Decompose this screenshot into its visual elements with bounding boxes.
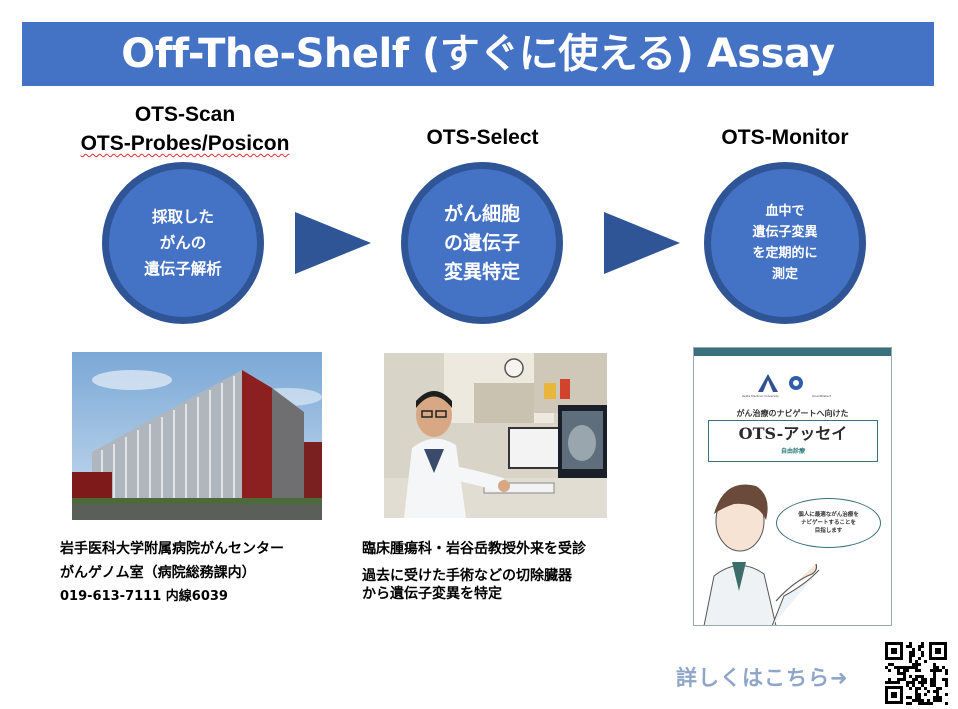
arrow-1-icon [295, 212, 371, 274]
doctor-caption: 臨床腫瘍科・岩谷岳教授外来を受診 過去に受けた手術などの切除臓器 から遺伝子変異… [362, 537, 586, 603]
details-link[interactable]: 詳しくはこちら➜ [676, 666, 849, 690]
brochure-title-box: OTS-アッセイ 自由診療 [708, 420, 878, 462]
hospital-building-photo [72, 352, 322, 520]
step-3-label: OTS-Monitor [690, 123, 880, 152]
step-1-circle-text: 採取した がんの 遺伝子解析 [144, 208, 222, 278]
step-3-circle-text: 血中で 遺伝子変異 を定期的に 測定 [752, 204, 818, 282]
step-3-label-line-1: OTS-Monitor [721, 126, 849, 149]
arrow-2-icon [604, 212, 680, 274]
brochure-image: Iwate Medical University QuantDetect がん治… [693, 347, 892, 626]
doctor-photo [384, 353, 607, 518]
brochure-top-stripe [694, 348, 891, 356]
step-1-label: OTS-Scan OTS-Probes/Posicon [40, 100, 330, 158]
brochure-org-2: QuantDetect [812, 394, 832, 398]
hospital-caption-line-3: 019-613-7111 内線6039 [60, 589, 228, 604]
doctor-caption-line-1: 臨床腫瘍科・岩谷岳教授外来を受診 [362, 541, 586, 557]
brochure-org-1: Iwate Medical University [742, 394, 779, 398]
hospital-caption-line-1: 岩手医科大学附属病院がんセンター [60, 541, 284, 557]
step-1-circle: 採取した がんの 遺伝子解析 [102, 162, 264, 324]
university-logo-icon [758, 374, 778, 392]
step-2-label: OTS-Select [390, 123, 575, 152]
brochure-logo-row [754, 372, 844, 394]
brochure-bubble-text: 個人に最適ながん治療を ナビゲートすることを 目指します [798, 512, 859, 534]
brochure-title: OTS-アッセイ [738, 424, 848, 443]
doctor-illustration [703, 484, 820, 625]
step-2-circle-text: がん細胞 の遺伝子 変異特定 [443, 202, 520, 283]
step-2-circle: がん細胞 の遺伝子 変異特定 [401, 162, 563, 324]
brochure-subtitle: がん治療のナビゲートへ向けた [736, 409, 849, 418]
hospital-caption-line-2: がんゲノム室（病院総務課内） [60, 565, 256, 581]
doctor-caption-line-3: から遺伝子変異を特定 [362, 586, 502, 602]
brochure-category: 自由診療 [780, 448, 805, 455]
qr-code-svg [884, 641, 948, 705]
step-1-label-line-2: OTS-Probes/Posicon [80, 132, 290, 155]
qr-code-icon[interactable] [884, 641, 948, 705]
step-3-circle: 血中で 遺伝子変異 を定期的に 測定 [704, 162, 866, 324]
brochure-bubble: 個人に最適ながん治療を ナビゲートすることを 目指します [776, 498, 881, 548]
quantdetect-logo-icon [789, 376, 803, 390]
hospital-caption: 岩手医科大学附属病院がんセンター がんゲノム室（病院総務課内） 019-613-… [60, 537, 284, 609]
step-2-label-line-1: OTS-Select [426, 126, 539, 149]
step-1-label-line-1: OTS-Scan [134, 103, 236, 126]
page-title: Off-The-Shelf (すぐに使える) Assay [22, 22, 934, 86]
doctor-caption-line-2: 過去に受けた手術などの切除臓器 [362, 568, 572, 584]
